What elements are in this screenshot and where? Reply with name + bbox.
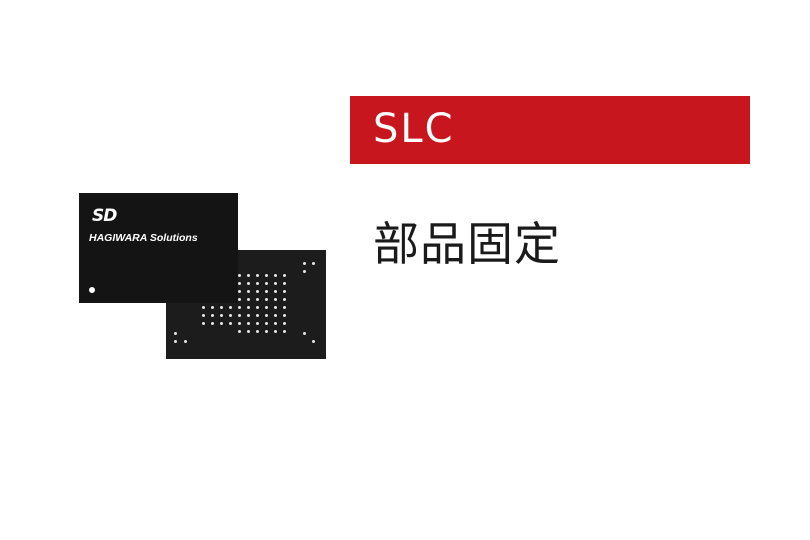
solder-ball — [274, 282, 277, 285]
solder-ball — [202, 306, 205, 309]
solder-ball — [238, 290, 241, 293]
solder-ball — [202, 314, 205, 317]
solder-ball — [256, 314, 259, 317]
solder-ball — [247, 306, 250, 309]
solder-ball — [274, 298, 277, 301]
solder-ball — [283, 274, 286, 277]
solder-ball — [283, 330, 286, 333]
solder-ball — [312, 340, 315, 343]
solder-ball — [238, 322, 241, 325]
solder-ball — [283, 314, 286, 317]
solder-ball — [229, 306, 232, 309]
sd-logo: SD — [92, 206, 117, 226]
solder-ball — [211, 322, 214, 325]
solder-ball — [265, 330, 268, 333]
solder-ball — [247, 282, 250, 285]
solder-ball — [229, 322, 232, 325]
solder-ball — [303, 270, 306, 273]
solder-ball — [247, 322, 250, 325]
solder-ball — [247, 298, 250, 301]
brand-label: HAGIWARA Solutions — [89, 232, 198, 244]
solder-ball — [202, 322, 205, 325]
solder-ball — [256, 306, 259, 309]
solder-ball — [265, 290, 268, 293]
solder-ball — [211, 314, 214, 317]
solder-ball — [229, 314, 232, 317]
solder-ball — [238, 314, 241, 317]
solder-ball — [265, 322, 268, 325]
solder-ball — [265, 306, 268, 309]
solder-ball — [283, 306, 286, 309]
chip-front-view — [79, 193, 238, 303]
solder-ball — [184, 340, 187, 343]
slc-banner — [350, 96, 750, 164]
solder-ball — [265, 314, 268, 317]
solder-ball — [238, 282, 241, 285]
solder-ball — [238, 298, 241, 301]
solder-ball — [283, 298, 286, 301]
solder-ball — [274, 322, 277, 325]
solder-ball — [274, 314, 277, 317]
solder-ball — [283, 290, 286, 293]
solder-ball — [256, 274, 259, 277]
solder-ball — [238, 306, 241, 309]
pin1-indicator — [89, 287, 95, 293]
solder-ball — [312, 262, 315, 265]
solder-ball — [256, 330, 259, 333]
solder-ball — [274, 306, 277, 309]
solder-ball — [247, 274, 250, 277]
solder-ball — [174, 332, 177, 335]
solder-ball — [303, 262, 306, 265]
solder-ball — [303, 332, 306, 335]
solder-ball — [247, 314, 250, 317]
solder-ball — [220, 314, 223, 317]
solder-ball — [283, 282, 286, 285]
solder-ball — [265, 282, 268, 285]
solder-ball — [256, 290, 259, 293]
solder-ball — [247, 330, 250, 333]
solder-ball — [283, 322, 286, 325]
solder-ball — [174, 340, 177, 343]
solder-ball — [274, 274, 277, 277]
solder-ball — [265, 298, 268, 301]
solder-ball — [238, 274, 241, 277]
solder-ball — [274, 290, 277, 293]
solder-ball — [256, 298, 259, 301]
solder-ball — [220, 322, 223, 325]
slc-banner-label: SLC — [373, 106, 455, 152]
solder-ball — [220, 306, 223, 309]
feature-text: 部品固定 — [373, 217, 561, 271]
solder-ball — [238, 330, 241, 333]
solder-ball — [265, 274, 268, 277]
solder-ball — [274, 330, 277, 333]
solder-ball — [256, 322, 259, 325]
solder-ball — [256, 282, 259, 285]
solder-ball — [211, 306, 214, 309]
solder-ball — [247, 290, 250, 293]
